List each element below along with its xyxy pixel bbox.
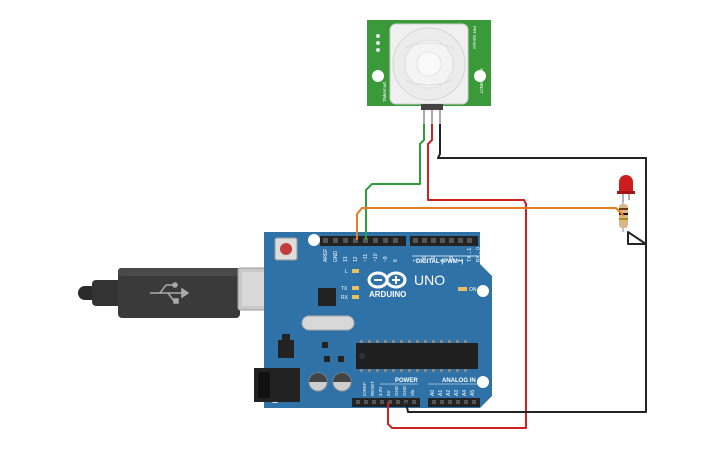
pin-label-9: ~9	[383, 256, 389, 262]
pin-label-ioref: IOREF	[362, 382, 367, 396]
wire-green-signal[interactable]	[365, 124, 425, 240]
svg-text:L: L	[345, 269, 348, 275]
usb-cable-strain-relief	[92, 280, 122, 306]
mount-hole	[308, 234, 320, 246]
pin-label-8: 8	[393, 259, 399, 262]
atmega-chip	[356, 343, 478, 369]
power-header	[352, 398, 420, 407]
wire-orange-led[interactable]	[356, 207, 625, 240]
pin-label-gnd1: GND	[394, 385, 399, 396]
analog-pin-labels: A0 A1 A2 A3 A4 A5	[430, 390, 476, 396]
arduino-model: UNO	[414, 272, 445, 288]
voltage-regulator	[278, 340, 294, 358]
pir-pin-header	[421, 104, 443, 110]
analog-header	[428, 398, 480, 407]
pir-label-right-1: PIR Sensor	[472, 26, 477, 50]
on-led	[458, 287, 467, 291]
pin-label-11: ~11	[363, 254, 369, 262]
pin-label-a5: A5	[470, 390, 476, 396]
svg-text:ON: ON	[469, 287, 477, 293]
pir-sensor[interactable]: Tinkercad PIR Sensor SSS-2WB2T	[367, 20, 491, 124]
wire-black-ground[interactable]	[405, 124, 647, 413]
mount-hole	[477, 285, 489, 297]
pin-label-a2: A2	[446, 390, 452, 396]
pin-label-10: ~10	[373, 253, 379, 262]
pin-label-2: 2	[458, 259, 464, 262]
svg-text:TX: TX	[341, 286, 348, 292]
pin-label-vin: Vin	[410, 389, 415, 396]
pin-label-aref: AREF	[323, 249, 329, 262]
arduino-brand: ARDUINO	[369, 290, 406, 299]
pin-label-a0: A0	[430, 390, 436, 396]
pin-label-a4: A4	[462, 390, 468, 396]
arduino-logo-icon	[367, 271, 407, 289]
pin-label-0: RX←0	[476, 247, 482, 262]
pin-label-gnd: GND	[333, 251, 339, 263]
pin-label-12: 12	[353, 256, 359, 262]
red-led[interactable]	[617, 175, 635, 202]
wires	[356, 124, 647, 429]
mount-hole	[474, 70, 486, 82]
pin-label-reset: RESET	[370, 381, 375, 396]
pin-label-7: 7	[413, 259, 419, 262]
pin-label-6: ~6	[422, 256, 428, 262]
digital-label: DIGITAL (PWM~)	[416, 259, 463, 265]
status-leds: L TX RX	[341, 269, 359, 301]
pin-label-a3: A3	[454, 390, 460, 396]
arduino-uno-board[interactable]: AREF GND 13 12 ~11 ~10 ~9 8 7 ~6 ~5 4 ~3…	[254, 232, 492, 408]
pin-label-3: ~3	[449, 256, 455, 262]
mount-hole	[372, 70, 384, 82]
pin-label-gnd2: GND	[402, 385, 407, 396]
power-pin-labels: IOREF RESET 3.3V 5V GND GND Vin	[362, 381, 415, 396]
svg-text:RX: RX	[341, 295, 349, 301]
pir-label-left: Tinkercad	[382, 82, 387, 102]
analog-label: ANALOG IN	[442, 378, 476, 384]
usb-icon	[150, 282, 190, 304]
usb-controller-chip	[318, 288, 336, 306]
pin-label-1: TX→1	[467, 248, 473, 262]
pin-label-4: 4	[440, 259, 446, 262]
mount-hole	[477, 376, 489, 388]
pin-label-5v: 5V	[386, 390, 391, 396]
pin-label-3v3: 3.3V	[378, 387, 383, 396]
pir-label-right-2: SSS-2WB2T	[479, 68, 484, 94]
pin-label-13: 13	[343, 256, 349, 262]
crystal-oscillator	[301, 315, 355, 331]
pin-label-a1: A1	[438, 390, 444, 396]
digital-pin-labels: AREF GND 13 12 ~11 ~10 ~9 8 7 ~6 ~5 4 ~3…	[323, 247, 482, 262]
pin-label-5: ~5	[431, 256, 437, 262]
power-label: POWER	[395, 378, 418, 384]
wire-red-power[interactable]	[387, 124, 527, 429]
